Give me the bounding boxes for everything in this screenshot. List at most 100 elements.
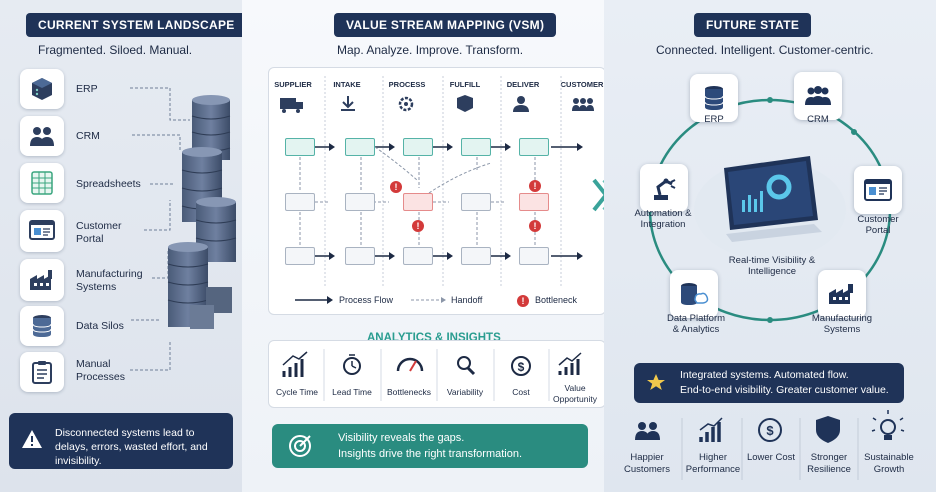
future-banner: Integrated systems. Automated flow. End-… [634, 363, 904, 403]
metric-bottlenecks: Bottlenecks [387, 387, 431, 397]
inbox-icon [341, 96, 355, 111]
center-label: Real-time Visibility & Intelligence [728, 255, 816, 277]
benefit-lower-cost: Lower Cost [746, 452, 796, 463]
legend-bottleneck: Bottleneck [535, 295, 578, 305]
future-state-title: FUTURE STATE [694, 13, 812, 37]
erp-card [20, 69, 64, 109]
system-label-manual-processes: Manual Processes [76, 358, 126, 383]
column-fulfill: FULFILL [449, 80, 481, 89]
future-banner-line1: Integrated systems. Automated flow. [680, 369, 849, 381]
metric-cost: Cost [512, 387, 530, 397]
spreadsheets-card [20, 163, 64, 203]
spreadsheet-icon [31, 171, 53, 195]
system-label-data-silos: Data Silos [76, 320, 124, 332]
analytics-metrics: $ Cycle Time Lead Time Bottlenecks Varia… [268, 340, 606, 408]
benefit-higher-performance: Higher Performance [685, 452, 741, 475]
vsm-step [345, 193, 375, 211]
vsm-step [345, 247, 375, 265]
database-icon [32, 315, 52, 337]
vsm-step-bottleneck [403, 193, 433, 211]
users-icon [805, 86, 831, 105]
bottleneck-marker: ! [390, 181, 402, 193]
future-state-panel: FUTURE STATE Connected. Intelligent. Cus… [604, 0, 936, 492]
metric-lead-time: Lead Time [332, 387, 372, 397]
future-label-customer-portal: Customer Portal [857, 214, 899, 236]
truck-icon [280, 98, 296, 109]
customer-portal-card [20, 210, 64, 252]
current-state-panel: CURRENT SYSTEM LANDSCAPE Fragmented. Sil… [0, 0, 247, 492]
bottleneck-marker: ! [412, 220, 424, 232]
portal-window-icon [864, 179, 892, 201]
target-icon [289, 435, 311, 457]
current-state-title: CURRENT SYSTEM LANDSCAPE [26, 13, 247, 37]
database-stack-illustration [167, 95, 237, 329]
vsm-banner-line2: Insights drive the right transformation. [338, 448, 523, 460]
manual-processes-card [20, 352, 64, 392]
legend-bottleneck-icon: ! [517, 295, 529, 307]
vsm-step [285, 247, 315, 265]
legend-handoff: Handoff [451, 295, 483, 305]
future-crm-card [794, 72, 842, 120]
users-icon [30, 127, 54, 146]
warning-text: Disconnected systems lead to delays, err… [55, 427, 208, 467]
vsm-map: SUPPLIER INTAKE PROCESS FULFILL DELIVER … [268, 67, 606, 315]
metric-icons: $ [282, 349, 582, 401]
future-banner-line2: End-to-end visibility. Greater customer … [680, 384, 889, 396]
warning-icon [22, 430, 42, 448]
future-data-platform-card [670, 270, 718, 318]
benefit-sustainable-growth: Sustainable Growth [864, 452, 914, 475]
vsm-title: VALUE STREAM MAPPING (VSM) [334, 13, 557, 37]
future-label-automation: Automation & Integration [634, 208, 692, 230]
person-icon [517, 96, 525, 104]
vsm-step [285, 138, 315, 156]
vsm-step [403, 138, 433, 156]
benefit-stronger-resilience: Stronger Resilience [807, 452, 851, 475]
future-erp-card [690, 74, 738, 122]
column-process: PROCESS [388, 80, 426, 89]
future-label-erp: ERP [704, 114, 724, 125]
vsm-banner: Visibility reveals the gaps. Insights dr… [272, 424, 588, 468]
metric-value-opportunity: Value Opportunity [553, 383, 597, 404]
crm-card [20, 116, 64, 156]
column-deliver: DELIVER [506, 80, 540, 89]
integration-ring [647, 97, 893, 323]
system-label-crm: CRM [76, 130, 100, 142]
clipboard-icon [32, 361, 52, 384]
star-icon [647, 374, 665, 390]
data-silos-card [20, 306, 64, 346]
vsm-step [461, 247, 491, 265]
column-customer: CUSTOMER [560, 80, 604, 89]
server-cube-icon [32, 78, 52, 100]
future-customer-portal-card [854, 166, 902, 214]
svg-text:$: $ [518, 360, 525, 374]
vsm-step [345, 138, 375, 156]
vsm-step [285, 193, 315, 211]
metric-cycle-time: Cycle Time [275, 387, 319, 397]
bottleneck-marker: ! [529, 220, 541, 232]
system-label-erp: ERP [76, 83, 98, 95]
database-icon [704, 86, 724, 110]
future-state-subtitle: Connected. Intelligent. Customer-centric… [656, 43, 874, 57]
vsm-step [519, 247, 549, 265]
benefit-happier-customers: Happier Customers [624, 452, 670, 475]
bottleneck-marker: ! [529, 180, 541, 192]
factory-icon [30, 270, 52, 290]
legend-process-flow: Process Flow [339, 295, 394, 305]
robot-arm-icon [654, 178, 676, 200]
vsm-subtitle: Map. Analyze. Improve. Transform. [337, 43, 524, 57]
future-label-manufacturing: Manufacturing Systems [811, 313, 873, 335]
benefit-icons: $ [635, 410, 905, 480]
system-label-spreadsheets: Spreadsheets [76, 178, 141, 190]
metric-variability: Variability [446, 387, 484, 397]
cloud-database-icon [681, 283, 709, 305]
current-state-subtitle: Fragmented. Siloed. Manual. [38, 43, 193, 57]
current-state-warning: Disconnected systems lead to delays, err… [9, 413, 233, 469]
manufacturing-card [20, 259, 64, 301]
future-label-data-platform: Data Platform & Analytics [666, 313, 726, 335]
future-manufacturing-card [818, 270, 866, 318]
future-automation-card [640, 164, 688, 212]
box-icon [457, 95, 473, 112]
system-label-customer-portal: Customer Portal [76, 220, 122, 245]
factory-icon [829, 284, 853, 304]
vsm-step [403, 247, 433, 265]
